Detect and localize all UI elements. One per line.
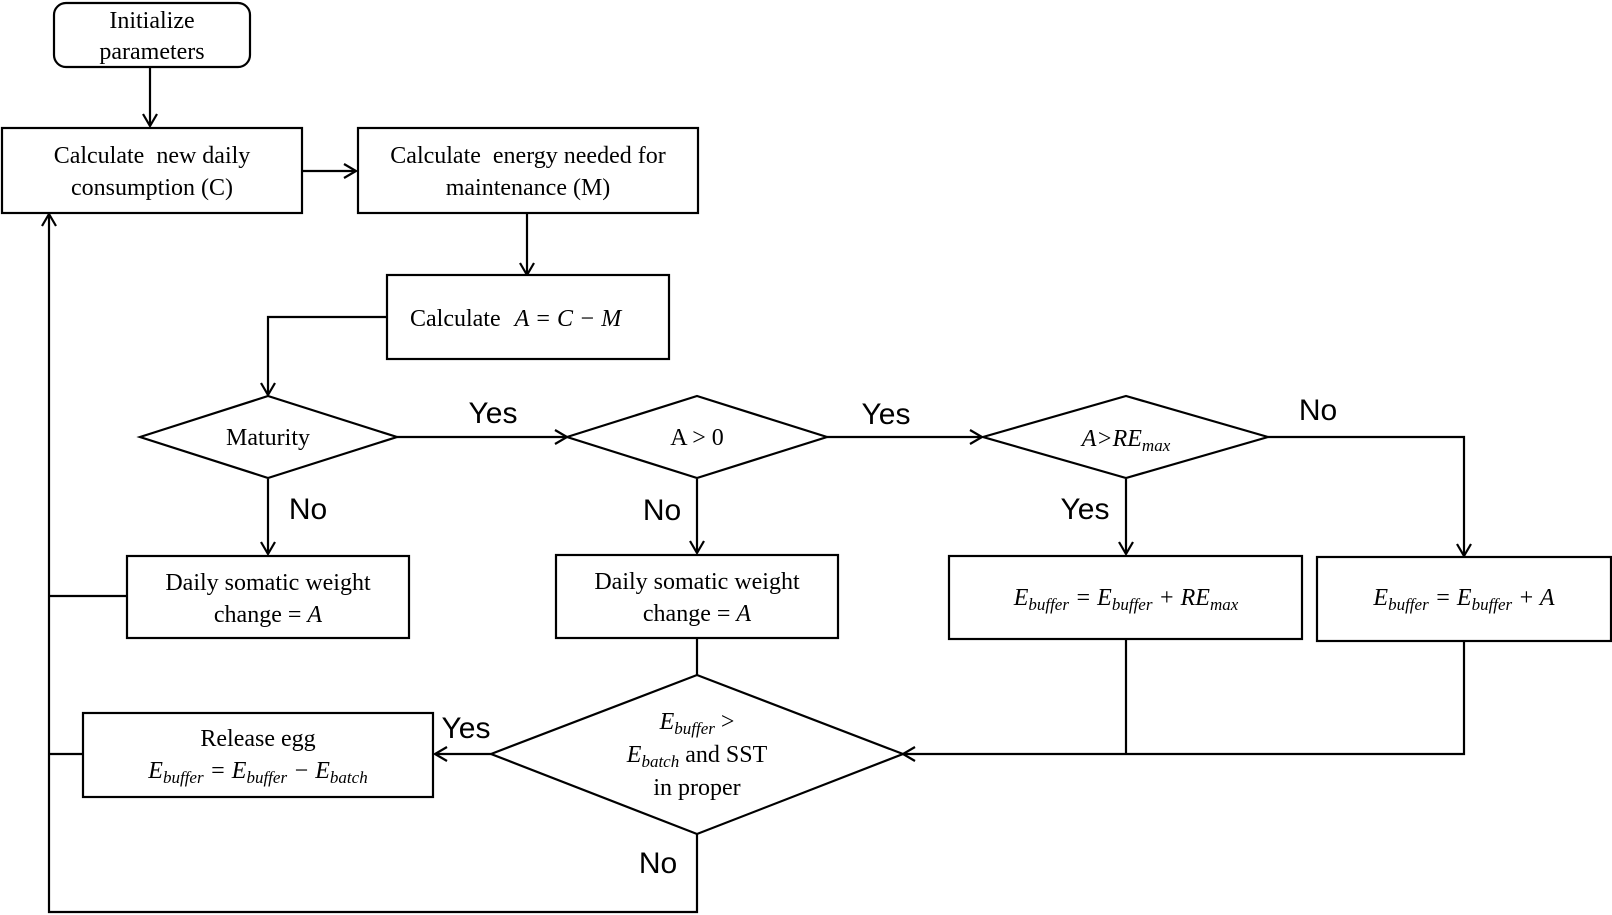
edge-buffer-a-to-check bbox=[903, 641, 1466, 756]
release-check-line1: Ebuffer > bbox=[659, 709, 735, 738]
calculate-a-text: Calculate A = C − M bbox=[410, 306, 623, 332]
release-egg-line1: Release egg bbox=[200, 726, 315, 752]
node-buffer-remax: Ebuffer = Ebuffer + REmax bbox=[947, 554, 1304, 641]
edge-release-no-loop bbox=[47, 214, 699, 914]
a-remax-label: A>REmax bbox=[1080, 426, 1171, 455]
connectors bbox=[41, 67, 1472, 914]
somatic-left-line2: change = A bbox=[214, 602, 323, 628]
initialize-line2: parameters bbox=[99, 39, 204, 65]
decision-a-remax: A>REmax bbox=[979, 394, 1272, 480]
edge-labels: Yes No Yes No Yes No Yes No bbox=[289, 394, 1337, 880]
maintenance-line2: maintenance (M) bbox=[446, 175, 611, 201]
node-initialize: Initialize parameters bbox=[52, 1, 252, 69]
maintenance-line1: Calculate energy needed for bbox=[390, 143, 665, 169]
decision-maturity: Maturity bbox=[136, 394, 401, 480]
release-egg-formula: Ebuffer = Ebuffer − Ebatch bbox=[147, 758, 367, 787]
node-somatic-mid: Daily somatic weight change = A bbox=[554, 553, 840, 640]
edge-calc-a-to-maturity bbox=[266, 315, 386, 395]
decision-release-check: Ebuffer > Ebatch and SST in proper bbox=[487, 673, 907, 836]
initialize-line1: Initialize bbox=[109, 8, 194, 34]
consumption-line1: Calculate new daily bbox=[54, 143, 251, 169]
somatic-mid-line2: change = A bbox=[643, 601, 752, 627]
buffer-remax-formula: Ebuffer = Ebuffer + REmax bbox=[1013, 585, 1239, 614]
node-buffer-a: Ebuffer = Ebuffer + A bbox=[1315, 555, 1612, 643]
buffer-a-formula: Ebuffer = Ebuffer + A bbox=[1372, 585, 1555, 614]
node-somatic-left: Daily somatic weight change = A bbox=[125, 554, 411, 640]
a-positive-label: A > 0 bbox=[670, 425, 724, 451]
edge-remax-no bbox=[1268, 435, 1466, 556]
node-consumption: Calculate new daily consumption (C) bbox=[0, 126, 304, 215]
node-calculate-a: Calculate A = C − M bbox=[385, 273, 671, 361]
label-remax-yes: Yes bbox=[1061, 493, 1110, 526]
label-release-no: No bbox=[639, 847, 677, 880]
label-a-positive-yes: Yes bbox=[862, 398, 911, 431]
decision-a-positive: A > 0 bbox=[563, 394, 831, 480]
somatic-left-line1: Daily somatic weight bbox=[165, 570, 371, 596]
node-release-egg: Release egg Ebuffer = Ebuffer − Ebatch bbox=[81, 711, 435, 799]
label-remax-no: No bbox=[1299, 394, 1337, 427]
somatic-mid-line1: Daily somatic weight bbox=[594, 569, 800, 595]
maturity-label: Maturity bbox=[226, 425, 310, 451]
consumption-line2: consumption (C) bbox=[71, 175, 233, 201]
label-maturity-yes: Yes bbox=[469, 397, 518, 430]
node-maintenance: Calculate energy needed for maintenance … bbox=[356, 126, 700, 215]
release-check-line2: Ebatch and SST bbox=[626, 742, 768, 771]
label-a-positive-no: No bbox=[643, 494, 681, 527]
release-check-line3: in proper bbox=[653, 775, 740, 801]
label-release-yes: Yes bbox=[442, 712, 491, 745]
label-maturity-no: No bbox=[289, 493, 327, 526]
